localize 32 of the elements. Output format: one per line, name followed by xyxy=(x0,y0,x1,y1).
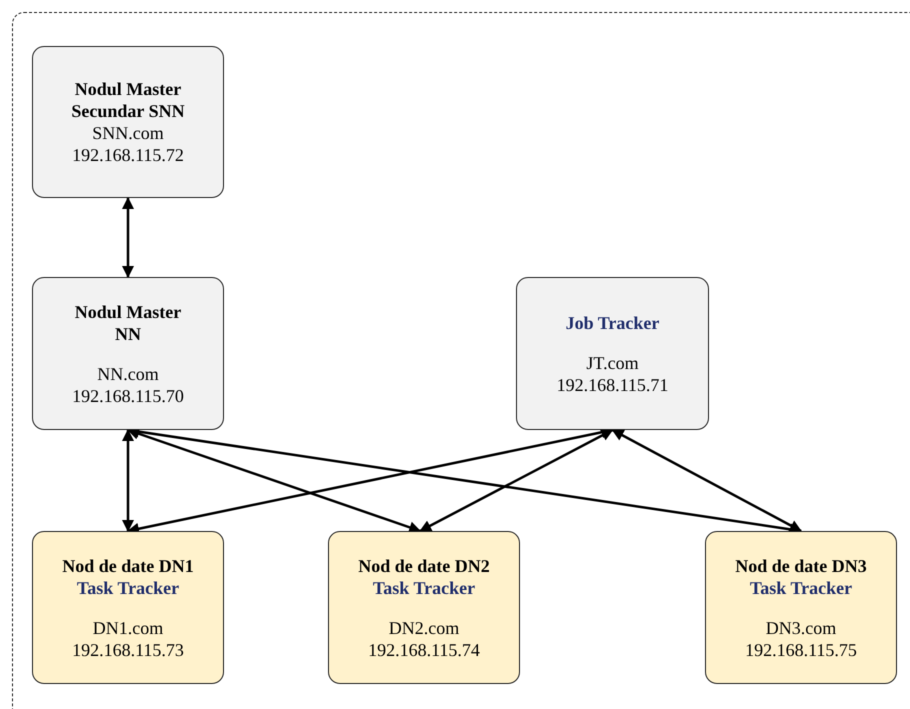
connector-arrow xyxy=(612,428,802,532)
connector-arrow xyxy=(122,429,134,532)
host-name: DN1.com xyxy=(92,616,164,638)
server-node xyxy=(705,531,897,684)
host-name: DN3.com xyxy=(766,616,836,638)
node-title: Nod de date DN2 xyxy=(358,554,490,576)
ip-address: 192.168.115.71 xyxy=(556,374,668,396)
node-title: Nod de date DN3 xyxy=(735,554,867,576)
ip-address: 192.168.115.75 xyxy=(745,638,857,660)
host-name: NN.com xyxy=(97,362,159,384)
node-title: Job Tracker xyxy=(566,312,660,334)
server-node xyxy=(32,46,224,198)
ip-address: 192.168.115.73 xyxy=(72,638,184,660)
server-node xyxy=(328,531,520,684)
ip-address: 192.168.115.72 xyxy=(72,144,184,166)
connector-arrow xyxy=(122,197,134,278)
server-node xyxy=(32,531,224,684)
ip-address: 192.168.115.74 xyxy=(368,638,480,660)
host-name: SNN.com xyxy=(92,122,164,144)
host-name: JT.com xyxy=(586,352,639,374)
node-title: Nod de date DN1 xyxy=(62,554,194,576)
connector-arrow xyxy=(419,428,614,532)
host-name: DN2.com xyxy=(388,616,460,638)
server-node xyxy=(32,277,224,430)
ip-address: 192.168.115.70 xyxy=(72,384,184,406)
node-subtitle: Task Tracker xyxy=(750,576,852,598)
node-title: Nodul Master NN xyxy=(74,300,182,344)
node-subtitle: Task Tracker xyxy=(372,576,476,598)
node-subtitle: Task Tracker xyxy=(76,576,180,598)
node-title: Nodul Master Secundar SNN xyxy=(70,78,186,122)
server-node xyxy=(516,277,709,430)
connector-arrow xyxy=(127,428,422,534)
